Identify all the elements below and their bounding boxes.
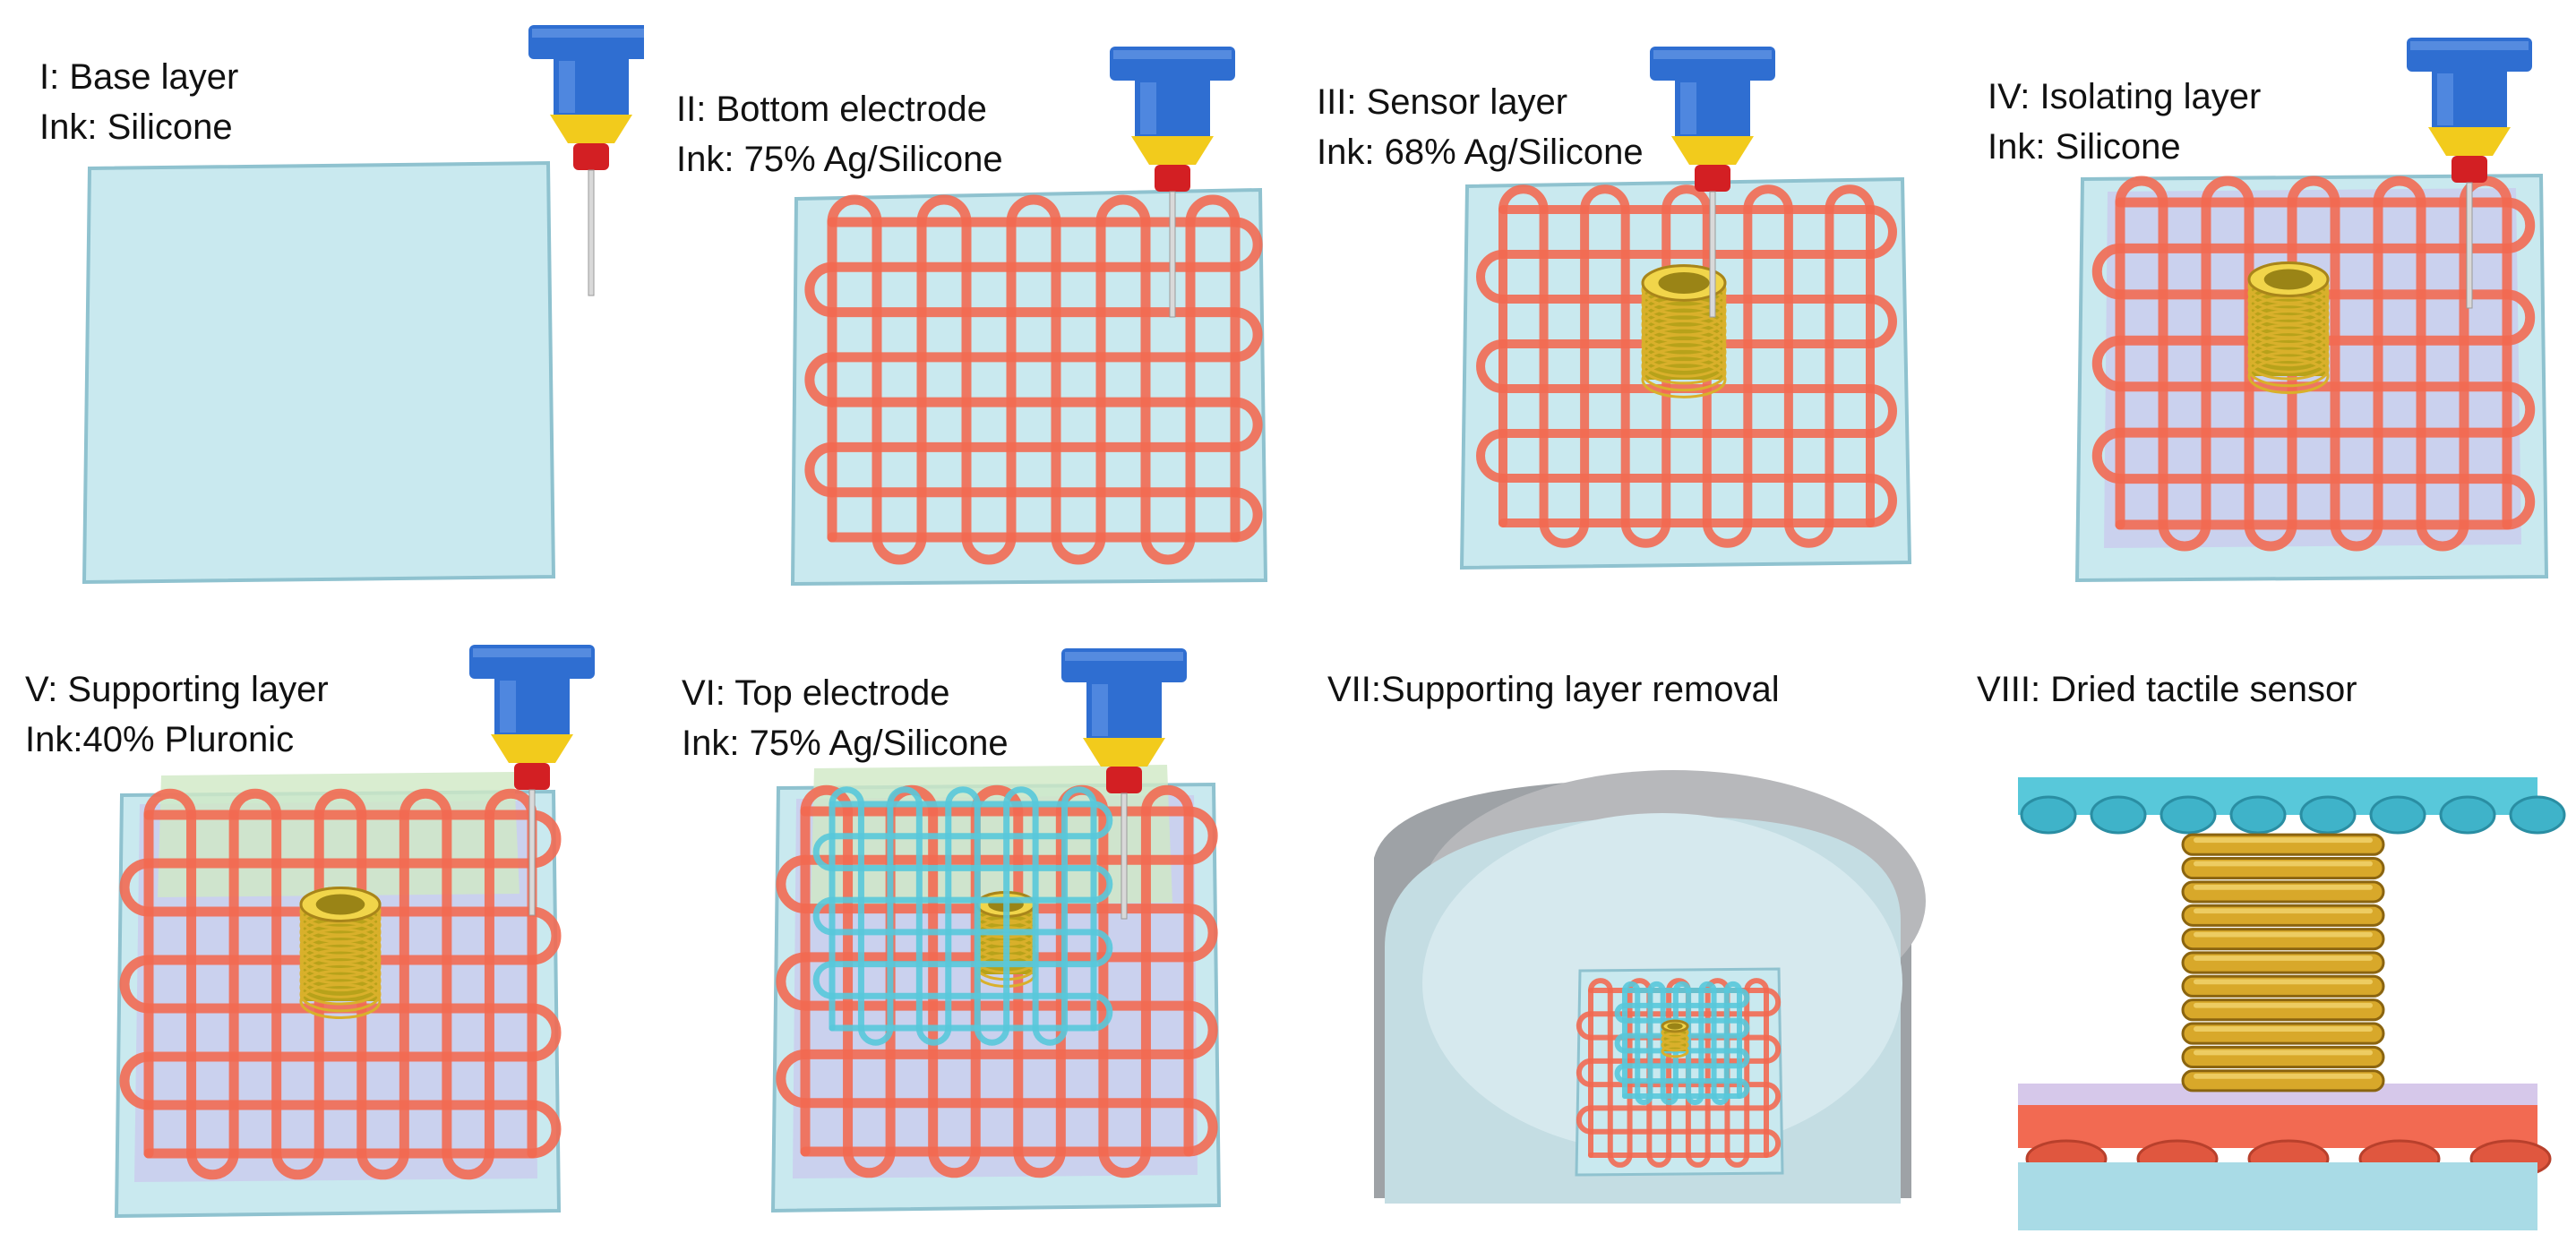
panel-IV-graphic	[2074, 38, 2549, 583]
helical-sensor-icon	[2247, 261, 2330, 394]
panel-V-graphic	[114, 645, 595, 1219]
bottom-electrode-grid	[804, 194, 1263, 565]
helical-sensor-icon	[299, 887, 382, 1019]
printer-nozzle-icon	[469, 645, 595, 916]
printer-nozzle-icon	[528, 25, 644, 296]
printer-nozzle-icon	[2407, 38, 2532, 309]
panel-VI-graphic	[770, 648, 1222, 1213]
base-layer-substrate	[2018, 1162, 2537, 1230]
panel-III-graphic	[1459, 47, 1912, 570]
panel-IV: IV: Isolating layer Ink: Silicone	[1932, 0, 2576, 625]
helical-sensor-icon	[2181, 833, 2385, 1092]
panel-II-label: II: Bottom electrode Ink: 75% Ag/Silicon…	[676, 84, 1003, 184]
panel-V-label: V: Supporting layer Ink:40% Pluronic	[25, 664, 329, 765]
panel-II: II: Bottom electrode Ink: 75% Ag/Silicon…	[644, 0, 1288, 625]
panel-II-ink: Ink: 75% Ag/Silicone	[676, 140, 1003, 179]
panel-III-title: III: Sensor layer	[1317, 82, 1568, 122]
panel-I-label: I: Base layer Ink: Silicone	[39, 52, 238, 152]
panel-III-ink: Ink: 68% Ag/Silicone	[1317, 133, 1644, 172]
top-electrode-bumps	[2020, 795, 2566, 835]
bottom-electrode-grid	[2091, 176, 2536, 552]
panel-V-title: V: Supporting layer	[25, 670, 329, 709]
base-layer-substrate	[82, 160, 556, 585]
panel-VI: VI: Top electrode Ink: 75% Ag/Silicone	[644, 625, 1288, 1250]
panel-V: V: Supporting layer Ink:40% Pluronic	[0, 625, 644, 1250]
panel-I-ink: Ink: Silicone	[39, 107, 233, 147]
helical-sensor-icon	[1641, 264, 1727, 398]
panel-I-title: I: Base layer	[39, 57, 239, 97]
panel-VI-label: VI: Top electrode Ink: 75% Ag/Silicone	[682, 668, 1009, 768]
panel-VII-graphic	[1374, 770, 1926, 1204]
panel-VIII-title: VIII: Dried tactile sensor	[1977, 670, 2357, 709]
panel-IV-label: IV: Isolating layer Ink: Silicone	[1988, 72, 2261, 172]
printer-nozzle-icon	[1061, 648, 1187, 920]
helical-sensor-icon	[1661, 1019, 1689, 1058]
top-electrode-grid	[1614, 981, 1750, 1105]
panel-IV-ink: Ink: Silicone	[1988, 127, 2181, 167]
bottom-electrode-grid	[1476, 184, 1897, 548]
panel-II-graphic	[790, 47, 1268, 587]
panel-VIII-label: VIII: Dried tactile sensor	[1977, 664, 2357, 715]
panel-III: III: Sensor layer Ink: 68% Ag/Silicone	[1288, 0, 1932, 625]
panel-VII: VII:Supporting layer removal	[1288, 625, 1932, 1250]
panel-VIII: VIII: Dried tactile sensor	[1932, 625, 2576, 1250]
panel-VIII-graphic	[2018, 765, 2566, 1230]
panel-I: I: Base layer Ink: Silicone	[0, 0, 644, 625]
printer-nozzle-icon	[1650, 47, 1775, 318]
printer-nozzle-icon	[1110, 47, 1235, 318]
panel-III-label: III: Sensor layer Ink: 68% Ag/Silicone	[1317, 77, 1644, 177]
panel-II-title: II: Bottom electrode	[676, 90, 987, 129]
panel-V-ink: Ink:40% Pluronic	[25, 720, 295, 759]
panel-VI-title: VI: Top electrode	[682, 673, 950, 713]
panel-VI-ink: Ink: 75% Ag/Silicone	[682, 724, 1009, 763]
panel-I-graphic	[82, 25, 644, 585]
top-electrode-grid	[812, 786, 1113, 1046]
bottom-electrode-grid	[119, 788, 562, 1180]
panel-VII-label: VII:Supporting layer removal	[1327, 664, 1780, 715]
panel-IV-title: IV: Isolating layer	[1988, 77, 2262, 116]
panel-VII-title: VII:Supporting layer removal	[1327, 670, 1780, 709]
base-layer-substrate	[1575, 967, 1784, 1177]
